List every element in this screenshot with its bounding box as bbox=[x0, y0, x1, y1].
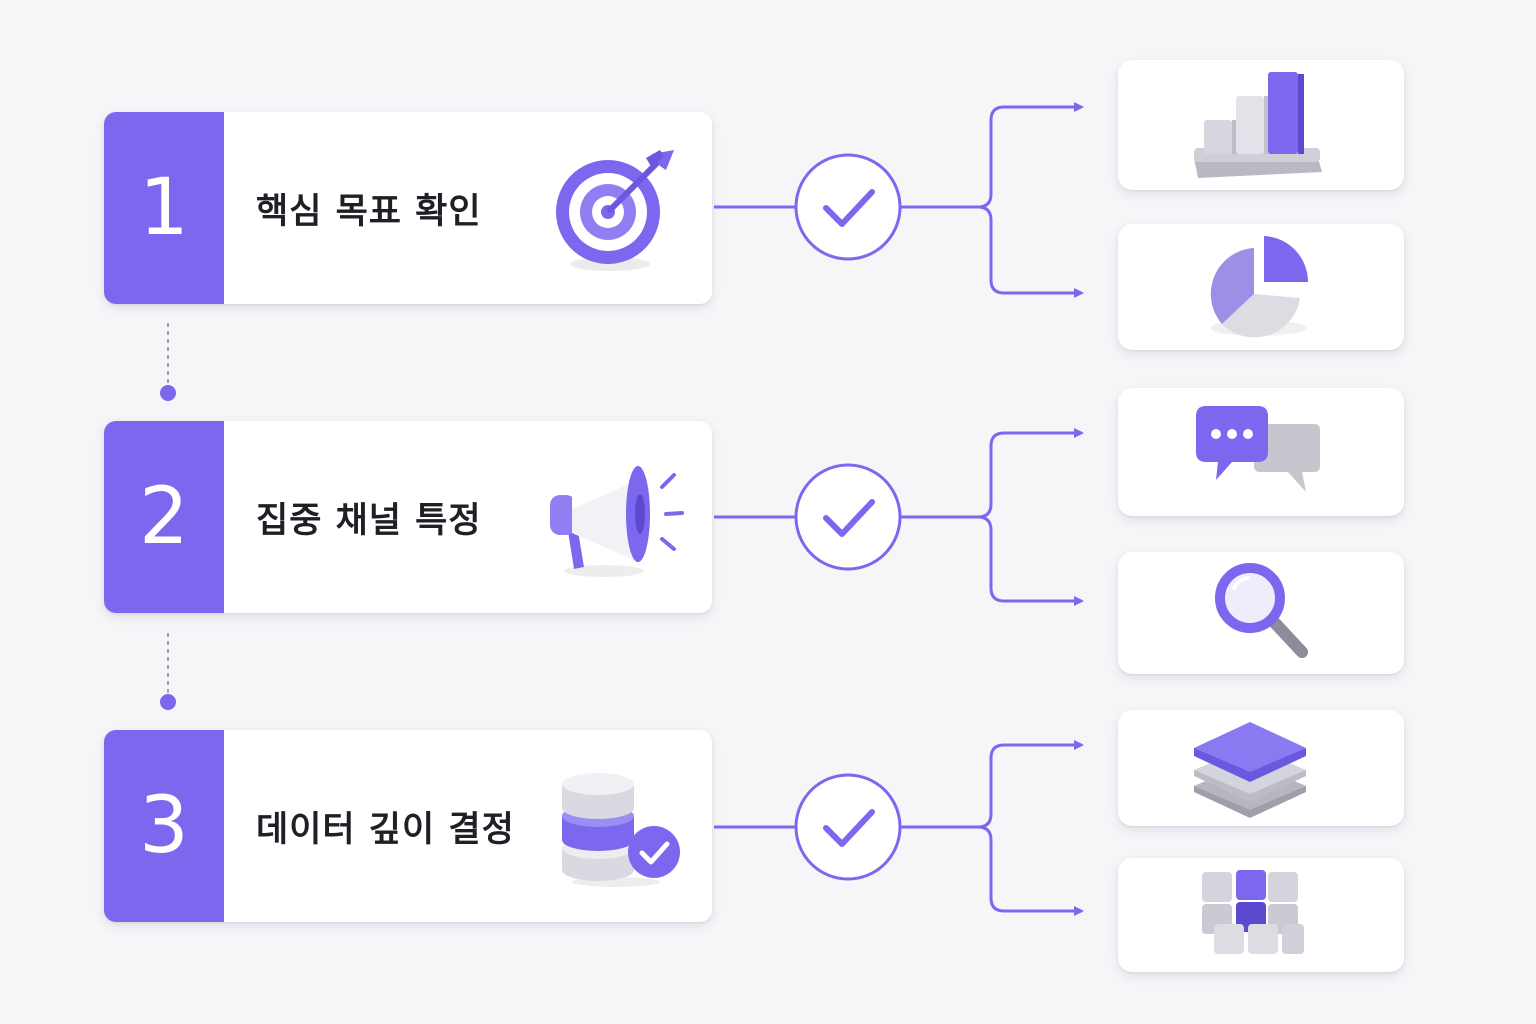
branch-arrow-up bbox=[900, 740, 1084, 829]
checkmark-icon bbox=[823, 809, 875, 847]
step-link-dot bbox=[160, 385, 176, 401]
branch-arrow-down bbox=[977, 825, 1084, 916]
outcome-card-pie-chart bbox=[1118, 224, 1404, 350]
bar-chart-icon bbox=[1194, 72, 1322, 178]
step-label: 핵심 목표 확인 bbox=[256, 191, 482, 232]
outcome-card-layers bbox=[1118, 710, 1404, 826]
branch-arrow-down bbox=[977, 205, 1084, 298]
step-number: 3 bbox=[104, 730, 224, 922]
cubes-grid-icon bbox=[1202, 870, 1304, 954]
step-card-3: 3 데이터 깊이 결정 bbox=[104, 730, 712, 922]
check-circle-icon bbox=[794, 153, 902, 261]
branch-arrow-down bbox=[977, 515, 1084, 606]
outcome-card-search bbox=[1118, 552, 1404, 674]
database-check-icon bbox=[562, 773, 680, 887]
outcome-card-chat bbox=[1118, 388, 1404, 516]
step-label: 데이터 깊이 결정 bbox=[256, 809, 515, 850]
check-circle-icon bbox=[794, 773, 902, 881]
magnifier-icon bbox=[1215, 563, 1308, 658]
outcome-card-bar-chart bbox=[1118, 60, 1404, 190]
outcome-card-cubes bbox=[1118, 858, 1404, 972]
check-circle-icon bbox=[794, 463, 902, 571]
step-card-1: 1 핵심 목표 확인 bbox=[104, 112, 712, 304]
step-number: 2 bbox=[104, 421, 224, 613]
checkmark-icon bbox=[823, 499, 875, 537]
step-number: 1 bbox=[104, 112, 224, 304]
step-card-2: 2 집중 채널 특정 bbox=[104, 421, 712, 613]
step-link-dot bbox=[160, 694, 176, 710]
target-icon bbox=[556, 150, 674, 271]
step-label: 집중 채널 특정 bbox=[256, 500, 482, 541]
branch-arrow-up bbox=[900, 102, 1084, 209]
branch-arrow-up bbox=[900, 428, 1084, 519]
megaphone-icon bbox=[550, 466, 684, 577]
pie-chart-icon bbox=[1210, 236, 1308, 338]
layers-icon bbox=[1194, 722, 1306, 818]
chat-bubbles-icon bbox=[1196, 406, 1320, 492]
checkmark-icon bbox=[823, 189, 875, 227]
